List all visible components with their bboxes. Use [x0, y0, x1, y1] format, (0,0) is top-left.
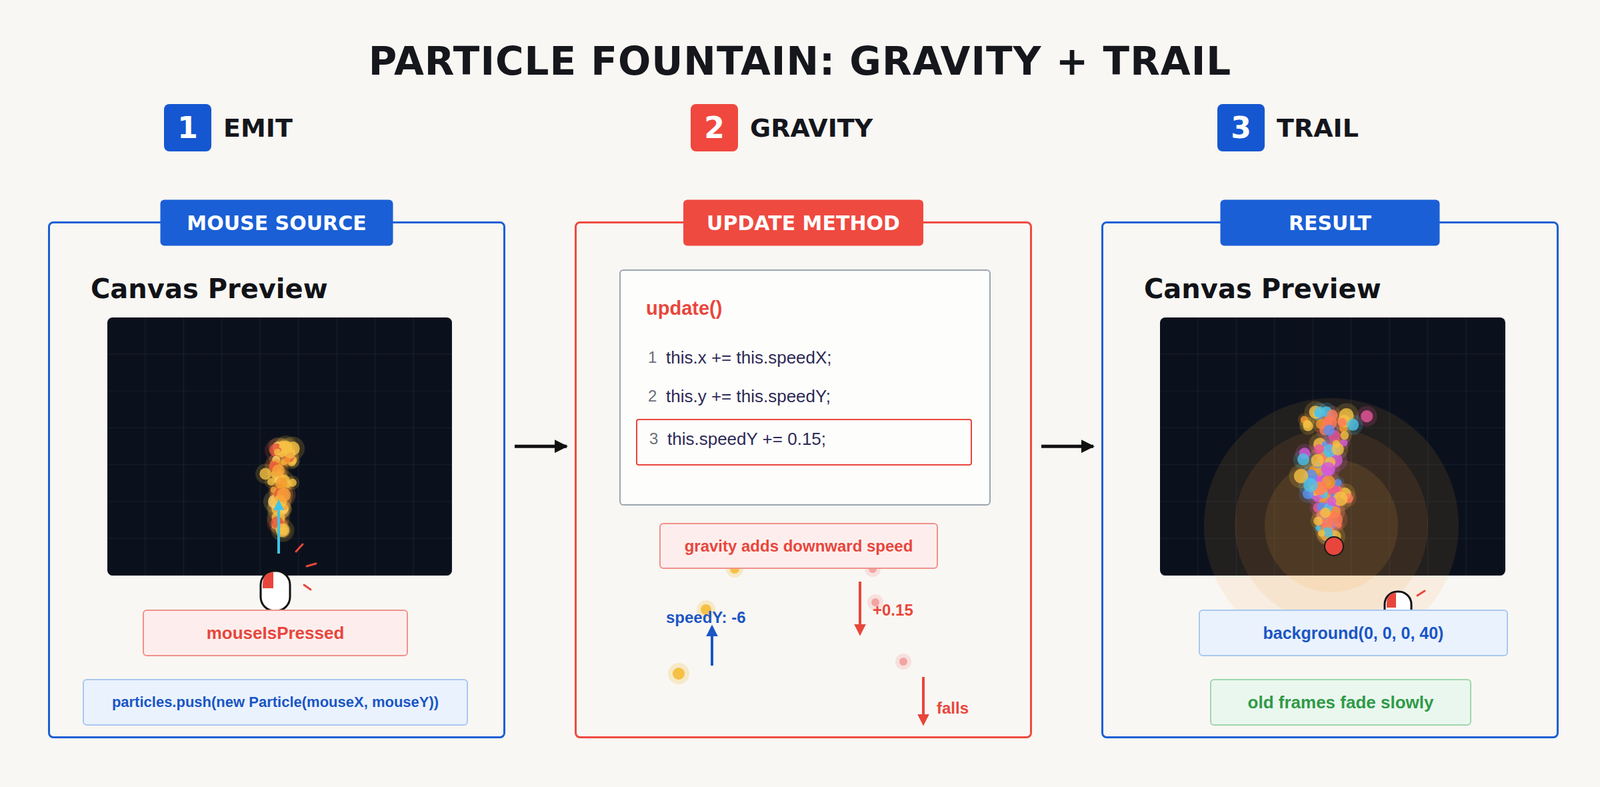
note-box: mouseIsPressed: [142, 609, 408, 656]
particle-cluster: [255, 435, 305, 542]
diagram-title: PARTICLE FOUNTAIN: GRAVITY + TRAIL: [0, 38, 1600, 84]
particle: [1297, 453, 1310, 466]
emitter-dot: [1324, 536, 1344, 556]
particle: [267, 478, 275, 486]
particle: [1314, 444, 1324, 454]
particle: [1337, 417, 1347, 427]
annotation-label: +0.15: [872, 600, 914, 620]
stage-panel: mouseIsPressed particles.push(new Particl…: [48, 221, 506, 738]
mouse-button: [1386, 592, 1396, 608]
particle: [1336, 522, 1342, 528]
flow-arrow: [514, 444, 567, 448]
flow-arrow: [1041, 444, 1094, 448]
particle: [1340, 431, 1349, 440]
code-line: this.speedY += 0.15;: [667, 428, 826, 450]
particle: [1318, 529, 1326, 537]
step-title: TRAIL: [1276, 113, 1359, 143]
note-text: particles.push(new Particle(mouseX, mous…: [112, 693, 439, 711]
mouse-button: [262, 572, 274, 588]
annotation-label: speedY: -6: [666, 608, 746, 627]
code-line: this.x += this.speedX;: [666, 347, 832, 368]
click-mark: [296, 544, 303, 552]
particle-cluster: [1288, 400, 1377, 547]
particle: [1331, 442, 1344, 456]
stage-panel: background(0, 0, 0, 40) old frames fade s…: [1101, 221, 1559, 738]
click-mark: [304, 584, 311, 590]
panel-heading: Canvas Preview: [1144, 273, 1382, 304]
note-text: background(0, 0, 0, 40): [1263, 623, 1444, 643]
particle: [1360, 410, 1373, 422]
particle-dot: [899, 657, 908, 666]
particle: [1321, 462, 1336, 476]
note-box: background(0, 0, 0, 40): [1198, 609, 1508, 656]
highlight-box: 3 this.speedY += 0.15;: [636, 418, 972, 466]
particle: [272, 464, 284, 476]
note-text: old frames fade slowly: [1248, 692, 1434, 713]
step-number: 3: [1230, 110, 1252, 145]
particle: [283, 456, 291, 464]
code-line: this.y += this.speedY;: [666, 386, 831, 407]
line-number: 3: [649, 429, 658, 448]
particle: [1313, 516, 1323, 526]
stage-panel: 3 this.speedY += 0.15; update() 1 this.x += …: [574, 221, 1032, 738]
particle: [1303, 478, 1318, 492]
particle: [275, 477, 288, 490]
particle: [1346, 418, 1359, 431]
note-box: old frames fade slowly: [1210, 678, 1472, 726]
function-name: update(): [646, 297, 722, 320]
velocity-arrow: [277, 501, 280, 554]
step-title: EMIT: [223, 113, 293, 143]
particle-glow: [895, 653, 912, 670]
particle: [1320, 507, 1331, 518]
note-box: gravity adds downward speed: [659, 522, 938, 569]
step-number: 1: [177, 110, 198, 145]
step-title: GRAVITY: [750, 113, 873, 143]
note-text: mouseIsPressed: [206, 622, 345, 644]
click-mark: [306, 563, 316, 566]
fall-arrow: [922, 676, 925, 724]
line-number: 1: [648, 348, 657, 367]
particle: [1314, 406, 1325, 418]
particle: [276, 487, 291, 502]
note-box: particles.push(new Particle(mouseX, mous…: [82, 678, 468, 726]
particle: [279, 440, 293, 454]
particle: [1323, 424, 1335, 436]
panel-tab: UPDATE METHOD: [683, 199, 924, 246]
particle: [1311, 454, 1324, 467]
particle: [259, 468, 272, 480]
particle: [279, 440, 287, 448]
trail-glow: [1264, 458, 1398, 592]
particle: [1326, 496, 1336, 506]
particle-glow: [668, 662, 690, 684]
step-badge: 2GRAVITY: [690, 104, 738, 152]
step-badge: 1EMIT: [164, 104, 212, 152]
canvas-grid: [107, 317, 452, 576]
line-number: 2: [648, 386, 657, 406]
panel-heading: Canvas Preview: [90, 273, 328, 304]
gravity-arrow: [858, 581, 862, 634]
panel-tab: MOUSE SOURCE: [160, 199, 394, 246]
particle: [1303, 420, 1314, 431]
step-number: 2: [704, 110, 725, 145]
canvas-preview: [107, 317, 452, 576]
particle: [274, 448, 281, 456]
code-box: 3 this.speedY += 0.15; update() 1 this.x += …: [619, 269, 991, 506]
upward-speed-arrow: [710, 626, 714, 666]
particle-dot: [672, 667, 685, 680]
step-badge: 3TRAIL: [1217, 104, 1265, 152]
click-mark: [1417, 590, 1425, 596]
mouse-body: [260, 570, 290, 611]
panel-tab: RESULT: [1220, 199, 1440, 246]
note-text: gravity adds downward speed: [684, 536, 914, 556]
mouse-icon: [260, 570, 290, 611]
annotation-label: falls: [936, 698, 969, 718]
particle: [288, 478, 297, 487]
